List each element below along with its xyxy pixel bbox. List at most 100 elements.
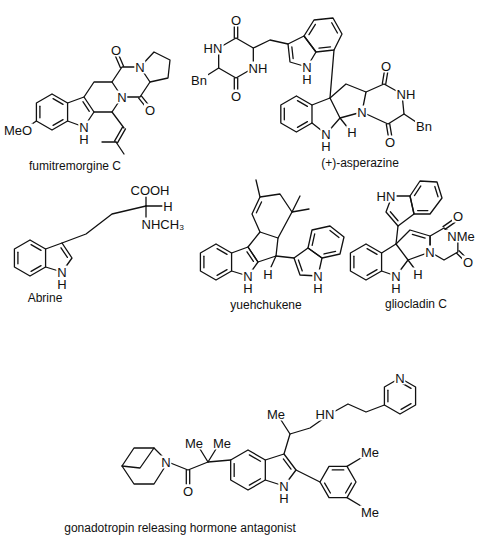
chemical-bond — [319, 47, 331, 48]
atom-label: H — [301, 73, 312, 86]
chemical-bond — [146, 205, 163, 206]
chemical-bond — [325, 483, 331, 493]
chemical-bond — [346, 483, 352, 493]
chemical-bond — [296, 470, 320, 482]
atom-label: O — [462, 256, 474, 269]
chemical-bond — [412, 234, 425, 238]
atom-label: O — [380, 60, 392, 73]
atom-label: O — [230, 14, 242, 27]
chemical-bond — [414, 186, 420, 196]
chemical-bond — [367, 249, 377, 255]
chemical-bond — [298, 260, 302, 271]
chemical-bond — [386, 72, 388, 84]
atom-label: H — [262, 268, 273, 281]
atom-label: HN — [376, 190, 397, 203]
atom-label: H — [242, 282, 253, 295]
chemical-bond — [387, 390, 388, 402]
chemical-bond — [386, 124, 388, 136]
atom-label: O — [230, 90, 242, 103]
chemical-bond — [367, 270, 377, 276]
chemical-bond — [347, 458, 361, 466]
atom-label: COOH — [130, 184, 171, 197]
atom-label: H — [412, 268, 423, 281]
compound-name: fumitremorgine C — [28, 160, 122, 172]
chemical-bond — [189, 470, 190, 484]
chemical-bond — [247, 252, 253, 262]
chemical-bond — [297, 122, 307, 128]
atom-label: NH — [248, 62, 269, 75]
chemical-bond — [122, 448, 154, 468]
chemical-bond — [248, 232, 278, 262]
chemical-bond — [382, 72, 384, 84]
chemical-bond — [168, 460, 231, 470]
chemical-bond — [401, 404, 411, 410]
chemical-bond — [283, 459, 291, 469]
atom-label: O — [144, 104, 156, 117]
atom-label: Me — [212, 437, 232, 450]
chemical-bond — [347, 498, 361, 506]
chemical-bond — [297, 101, 307, 107]
chemical-bond — [309, 24, 315, 34]
atom-label: NMe — [446, 230, 475, 243]
chemical-bond — [332, 469, 344, 470]
chemical-bond — [410, 181, 442, 214]
atom-label: Bn — [190, 74, 208, 87]
atom-label: H — [278, 492, 289, 505]
atom-label: O — [182, 485, 194, 498]
atom-label: Me — [360, 506, 380, 519]
chemical-bond — [396, 226, 398, 244]
chemical-bond — [117, 129, 125, 143]
chemical-bond — [116, 142, 124, 154]
chemical-bond — [208, 449, 216, 462]
chemical-bond — [14, 240, 45, 276]
atom-label: N — [424, 246, 435, 259]
chemical-bond — [53, 120, 63, 126]
chemical-bond — [62, 206, 146, 243]
compound-name: yuehchukene — [229, 299, 302, 311]
chemical-bond — [102, 141, 116, 142]
chemical-bond — [115, 127, 123, 141]
atom-label: O — [384, 136, 396, 149]
chemical-bond — [292, 47, 293, 59]
atom-label: H — [390, 282, 401, 295]
chemical-bond — [312, 234, 315, 246]
compound-name: Abrine — [27, 292, 64, 304]
atom-label: N — [356, 106, 367, 119]
chemical-bond — [31, 245, 41, 251]
chemical-bond — [435, 187, 438, 197]
chemical-bond — [284, 108, 285, 120]
chemical-bond — [292, 209, 309, 212]
chemical-bond — [234, 464, 235, 477]
chemical-bond — [83, 102, 89, 112]
chemical-bond — [330, 50, 334, 98]
chemical-bond — [256, 202, 261, 213]
chemical-bond — [217, 249, 227, 255]
chemical-bond — [53, 99, 63, 105]
chemical-bond — [36, 94, 67, 130]
chemical-bond — [39, 106, 40, 118]
chemical-bond — [145, 206, 146, 218]
atom-label: N — [134, 61, 145, 74]
atom-label: Me — [184, 437, 204, 450]
chemical-bond — [390, 124, 392, 136]
atom-label: HN — [203, 42, 224, 55]
atom-label: NHCH₃ — [141, 218, 186, 231]
chemical-bond — [353, 256, 354, 268]
chemical-bond — [292, 196, 300, 212]
atom-label: H — [320, 140, 331, 153]
chemical-bond — [253, 40, 288, 48]
atom-label: N — [116, 91, 127, 104]
atom-label: Bn — [415, 120, 433, 133]
atom-label: H — [346, 126, 357, 139]
atom-label: H — [56, 278, 67, 291]
chemical-bond — [249, 479, 260, 485]
chemical-bond — [418, 210, 428, 211]
atom-label: H — [312, 282, 323, 295]
compound-name: gonadotropin releasing hormone antagonis… — [63, 522, 297, 534]
chemical-bond — [390, 212, 398, 221]
atom-label: Me — [266, 408, 286, 421]
chemical-bond — [249, 455, 260, 461]
compound-name: (+)-asperazine — [320, 157, 400, 169]
chemical-bond — [324, 251, 336, 254]
